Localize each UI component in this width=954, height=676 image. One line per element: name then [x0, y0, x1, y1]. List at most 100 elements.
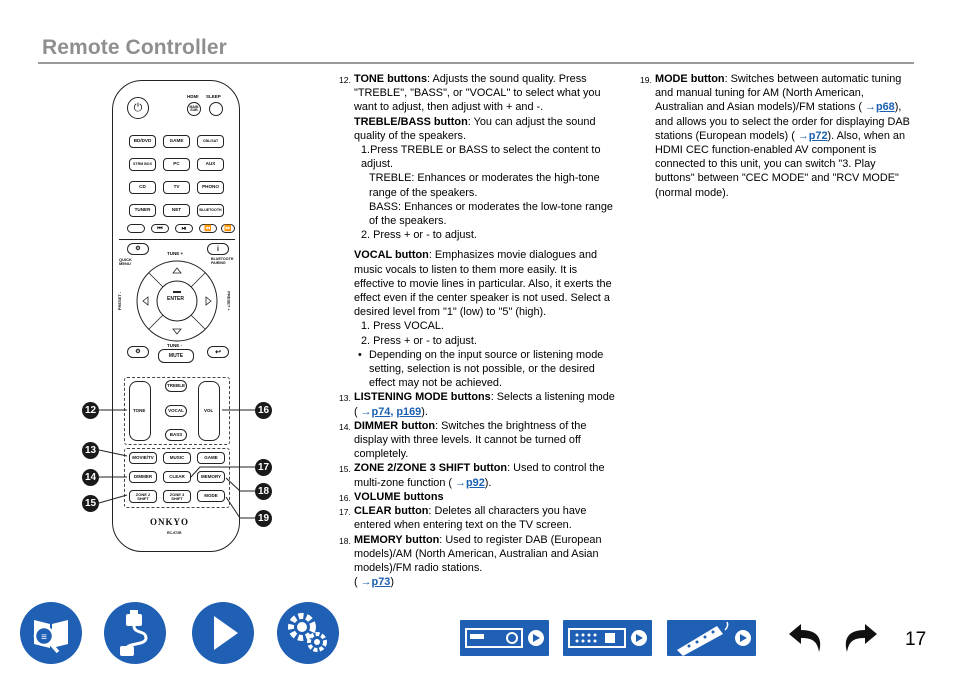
item-text: : Used to control the multi-zone functio…	[354, 462, 605, 489]
item-number: 13.	[339, 393, 351, 404]
mute-button: MUTE	[158, 349, 194, 363]
power-button: ⏻	[127, 97, 149, 119]
playback-nav-button[interactable]	[192, 602, 254, 664]
item-title: ZONE 2/ZONE 3 SHIFT button	[354, 462, 508, 475]
sleep-button	[209, 102, 223, 116]
item-title: VOCAL button	[354, 249, 429, 262]
input-bluetooth-button: BLUETOOTH	[197, 204, 224, 217]
quick-menu-label: QUICK MENU	[119, 257, 132, 266]
xref-arrow-icon: →	[797, 129, 809, 142]
main-sub-button: MAIN SUB	[187, 102, 201, 116]
item-text: : Deletes all characters you have entere…	[354, 505, 587, 532]
transport-stop	[127, 224, 145, 233]
item-text-end: ).	[421, 405, 428, 418]
remote-illustration: ⏻ HDMI SLEEP MAIN SUB ⏮ ⏯ ⏪ ⏩ ⚙ i QUICK …	[112, 80, 240, 552]
enter-label: ENTER	[167, 296, 184, 302]
item-19: 19. MODE button: Switches between automa…	[640, 72, 911, 200]
hdmi-label: HDMI	[187, 94, 199, 99]
transport-ff: ⏩	[221, 224, 235, 233]
link-p72[interactable]: p72	[808, 129, 828, 142]
item-number: 18.	[339, 535, 351, 546]
tone-volume-group	[124, 377, 230, 445]
item-number: 16.	[339, 492, 351, 503]
quick-menu-button: ⚙	[127, 243, 149, 255]
clear-button: CLEAR	[163, 471, 191, 483]
tone-label: TONE	[133, 408, 146, 413]
item-number: 19.	[640, 75, 652, 85]
game-mode-button: GAME	[197, 452, 225, 464]
remote-divider	[119, 239, 235, 240]
xref-arrow-icon: →	[865, 101, 876, 114]
setup-nav-button[interactable]	[277, 602, 339, 664]
page-title: Remote Controller	[42, 36, 227, 59]
volume-rocker	[198, 381, 220, 441]
connection-cable-icon	[120, 610, 148, 656]
svg-text:≡: ≡	[41, 632, 47, 643]
item-text: : Switches the brightness of the display…	[354, 419, 587, 461]
callout-12: 12	[82, 402, 99, 419]
input-strm-box-button: STRM BOX	[129, 158, 156, 171]
bt-pairing-label: BLUETOOTH PAIRING	[211, 257, 234, 265]
movie-tv-button: MOVIE/TV	[129, 452, 157, 464]
item-18: 18. MEMORY button: Used to register DAB …	[339, 533, 602, 589]
link-p92[interactable]: p92	[465, 476, 485, 489]
transport-play: ⏯	[175, 224, 193, 233]
item-title: CLEAR button	[354, 505, 429, 518]
rear-panel-icon	[568, 628, 647, 648]
xref-arrow-icon: →	[360, 405, 372, 418]
connections-nav-button[interactable]	[104, 602, 166, 664]
remote-nav-button[interactable]	[667, 620, 756, 656]
item-text: : Used to register DAB (European models)…	[354, 533, 602, 574]
rear-panel-nav-button[interactable]	[563, 620, 652, 656]
description-column-2: 19. MODE button: Switches between automa…	[640, 72, 911, 200]
description-column-1: 12. TONE buttons: Adjusts the sound qual…	[339, 72, 616, 589]
item-text: : You can adjust the sound quality of th…	[354, 115, 596, 142]
link-p73[interactable]: p73	[371, 576, 391, 589]
item-number: 15.	[339, 464, 351, 475]
input-tuner-button: TUNER	[129, 204, 156, 217]
item-title: TONE buttons	[354, 73, 428, 85]
link-p74[interactable]: p74	[371, 405, 391, 418]
forward-icon[interactable]	[839, 620, 879, 656]
page-number: 17	[905, 629, 927, 650]
preset-minus-label: PRESET -	[117, 291, 123, 311]
step: 1.Press TREBLE or BASS to select the con…	[361, 144, 601, 171]
direction-pad	[136, 260, 218, 342]
title-divider	[38, 62, 914, 64]
note-bullet: Depending on the input source or listeni…	[354, 348, 616, 391]
zone2-shift-button: ZONE 2 SHIFT	[129, 490, 157, 503]
item-number: 14.	[339, 421, 351, 432]
callout-14: 14	[82, 469, 99, 486]
input-bd-dvd-button: BD/DVD	[129, 135, 156, 148]
item-17: 17. CLEAR button: Deletes all characters…	[339, 504, 616, 532]
xref-arrow-icon: →	[455, 476, 466, 489]
callout-16: 16	[255, 402, 272, 419]
sleep-label: SLEEP	[206, 94, 221, 99]
front-panel-nav-button[interactable]	[460, 620, 549, 656]
manual-book-icon: ≡	[33, 620, 68, 654]
transport-prev: ⏮	[151, 224, 169, 233]
front-panel-icon	[465, 628, 544, 648]
item-number: 12.	[339, 75, 351, 85]
vocal-button: VOCAL	[165, 405, 187, 417]
preset-plus-label: PRESET +	[226, 291, 232, 311]
link-p68[interactable]: p68	[875, 101, 895, 114]
item-title: LISTENING MODE buttons	[354, 391, 491, 404]
item-text: ), and allows you to select the order fo…	[655, 101, 910, 142]
contents-nav-button[interactable]: ≡	[20, 602, 82, 664]
item-text: : Switches between automatic tuning and …	[655, 73, 902, 114]
step-detail: BASS: Enhances or moderates the low-tone…	[369, 200, 613, 228]
item-13: 13. LISTENING MODE buttons: Selects a li…	[339, 391, 615, 418]
item-15: 15. ZONE 2/ZONE 3 SHIFT button: Used to …	[339, 461, 616, 489]
callout-13: 13	[82, 442, 99, 459]
input-aux-button: AUX	[197, 158, 224, 171]
item-text: : Emphasizes movie dialogues and music v…	[354, 249, 612, 319]
playback-icon	[214, 616, 238, 650]
transport-rew: ⏪	[199, 224, 217, 233]
memory-button: MEMORY	[197, 471, 225, 483]
callout-15: 15	[82, 495, 99, 512]
back-icon[interactable]	[787, 620, 827, 656]
item-text: ). Also, when an HDMI CEC function-enabl…	[655, 129, 906, 199]
link-p169[interactable]: p169	[396, 405, 422, 418]
item-title: DIMMER button	[354, 419, 436, 432]
